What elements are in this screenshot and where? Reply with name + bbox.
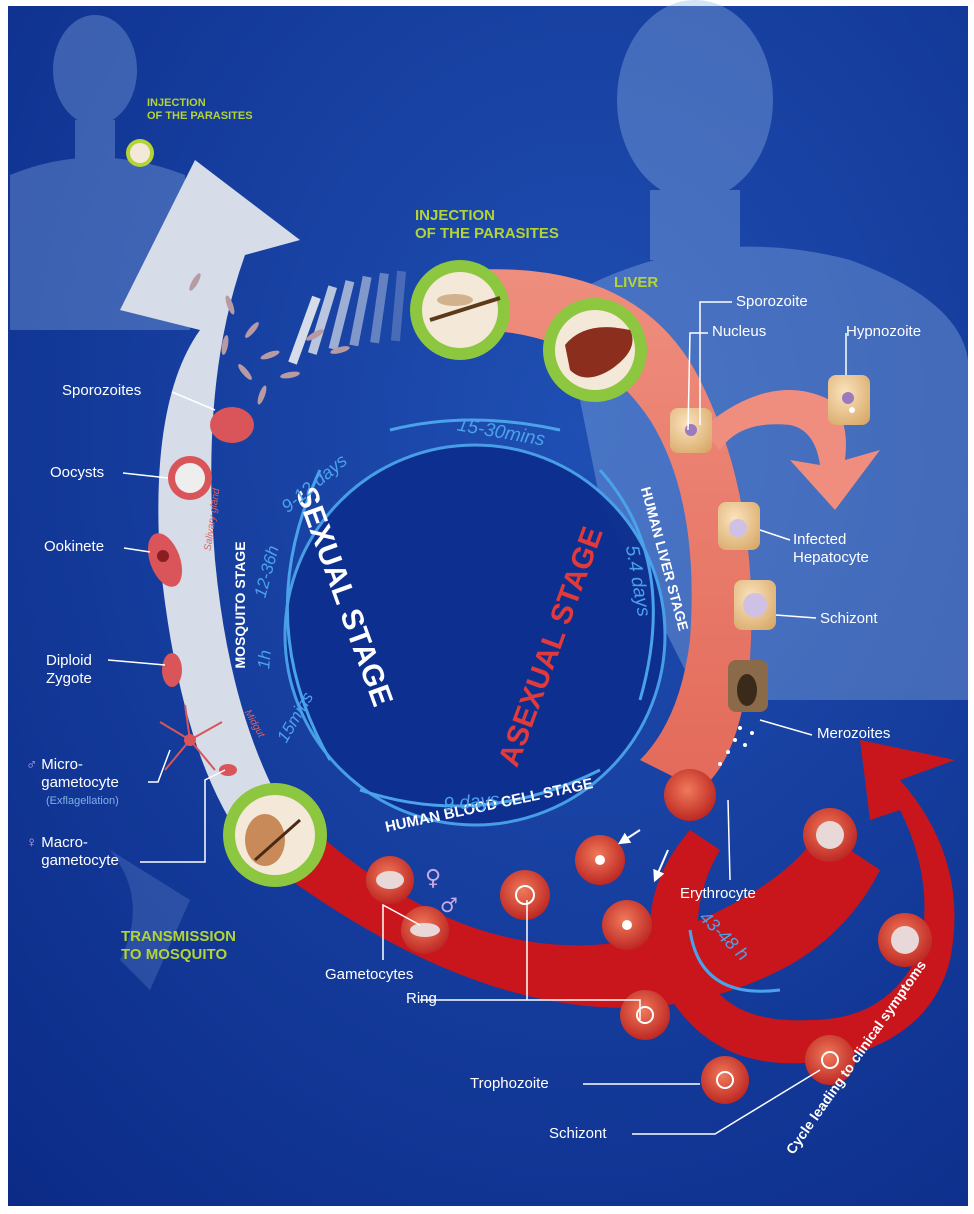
injection-small-badge: [126, 139, 154, 167]
duration-1h: 1h: [254, 649, 275, 670]
label-infected-hepatocyte: Infected Hepatocyte: [793, 531, 869, 567]
label-sporozoites: Sporozoites: [62, 382, 141, 400]
label-macrogametocyte: ♀Macro- gametocyte: [26, 834, 119, 870]
microgametocyte-text: Micro- gametocyte: [41, 756, 119, 792]
salivary-gland-cell: [210, 407, 254, 443]
gametocyte-female-symbol: ♀: [425, 866, 441, 891]
liver-badge: [543, 298, 647, 402]
mosquito-stage-label: MOSQUITO STAGE: [232, 541, 248, 668]
label-microgametocyte: ♂Micro- gametocyte (Exflagellation): [26, 756, 119, 810]
label-nucleus: Nucleus: [712, 323, 766, 341]
label-gametocytes: Gametocytes: [325, 966, 413, 984]
oocyst-cell: [168, 456, 212, 500]
macrogametocyte-text: Macro- gametocyte: [41, 834, 119, 870]
injection-top-label: INJECTION OF THE PARASITES: [147, 97, 253, 123]
macrogametocyte-cell: [219, 764, 237, 776]
schizont-liver-cell: [734, 580, 776, 630]
label-oocysts: Oocysts: [50, 464, 104, 482]
label-hypnozoite: Hypnozoite: [846, 323, 921, 341]
label-erythrocyte: Erythrocyte: [680, 885, 756, 903]
label-diploid-zygote: Diploid Zygote: [46, 652, 92, 688]
gametocyte-male-symbol: ♂: [440, 893, 458, 917]
transmission-label: TRANSMISSION TO MOSQUITO: [121, 928, 236, 964]
hypnozoite-cell: [828, 375, 870, 425]
liver-label: LIVER: [614, 274, 658, 292]
label-schizont-blood: Schizont: [549, 1125, 607, 1143]
infected-hepatocyte-cell: [718, 502, 760, 550]
mosquito-injection-badge: [410, 260, 510, 360]
male-symbol: ♂: [26, 756, 37, 773]
hepatocyte-1: [670, 408, 712, 453]
exflagellation-text: (Exflagellation): [46, 792, 119, 810]
label-sporozoite: Sporozoite: [736, 293, 808, 311]
label-ookinete: Ookinete: [44, 538, 104, 556]
transmission-badge: [223, 783, 327, 887]
label-schizont-liver: Schizont: [820, 610, 878, 628]
label-ring: Ring: [406, 990, 437, 1008]
label-merozoites: Merozoites: [817, 725, 890, 743]
zygote-cell: [162, 653, 182, 687]
ruptured-cell: [728, 660, 768, 712]
female-symbol: ♀: [26, 834, 37, 851]
injection-main-label: INJECTION OF THE PARASITES: [415, 207, 559, 243]
label-trophozoite: Trophozoite: [470, 1075, 549, 1093]
